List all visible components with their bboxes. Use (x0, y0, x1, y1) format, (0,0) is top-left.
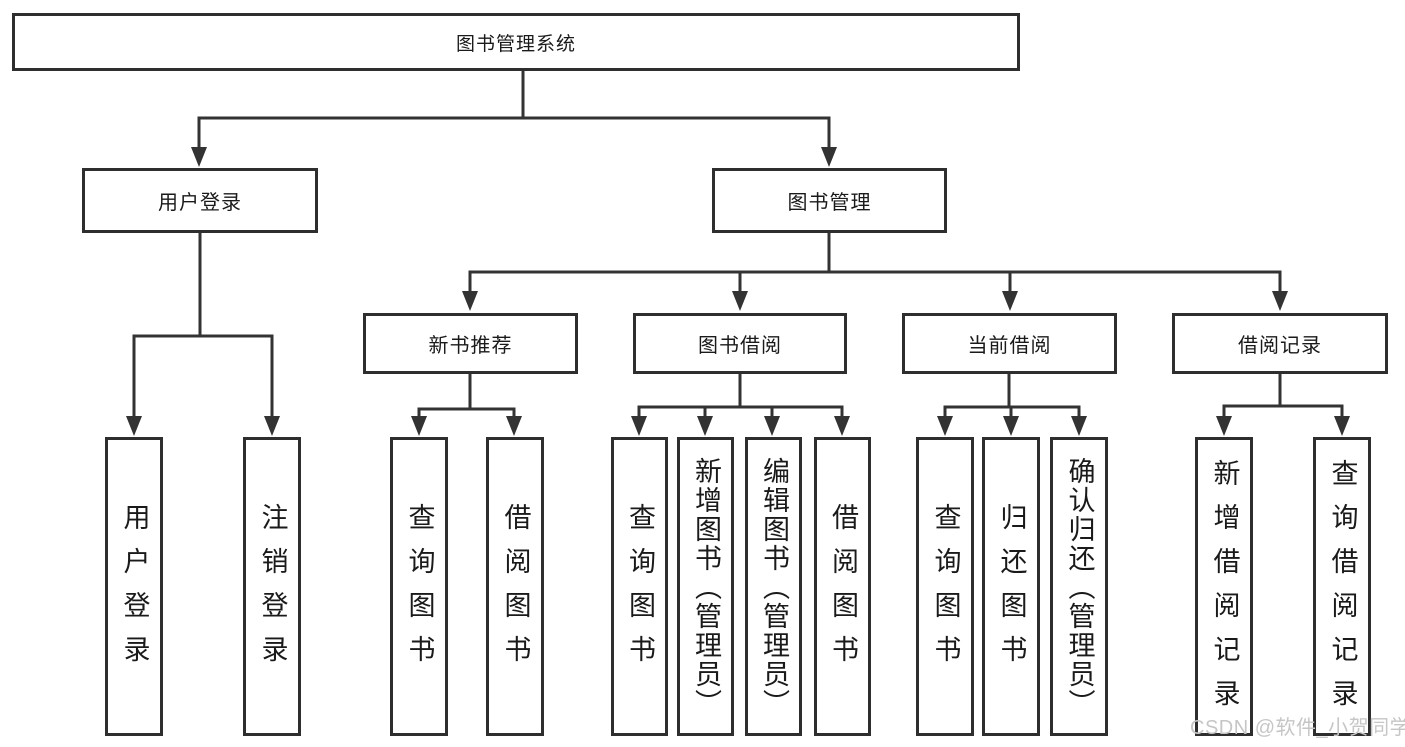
node-label: 借阅记录 (1238, 335, 1322, 357)
node-new-book-recommend: 新书推荐 (363, 313, 578, 374)
node-leaf-borrow-books-1: 借阅图书 (486, 437, 544, 736)
connector-paths (132, 68, 1344, 421)
node-label: 用户登录 (119, 503, 150, 679)
arrowheads (126, 147, 1350, 436)
node-label: 新书推荐 (428, 335, 513, 357)
node-label: 用户登录 (158, 192, 242, 214)
node-leaf-return-books: 归还图书 (982, 437, 1040, 736)
node-leaf-confirm-return-admin: 确认归还（管理员） (1050, 437, 1108, 736)
node-label: 新增图书（管理员） (691, 456, 721, 718)
node-label: 借阅图书 (500, 503, 531, 679)
node-current-borrowing: 当前借阅 (902, 313, 1117, 374)
node-leaf-query-books-1: 查询图书 (390, 437, 448, 736)
node-label: 确认归还（管理员） (1064, 456, 1095, 718)
node-label: 注销登录 (257, 503, 288, 679)
node-borrowing-records: 借阅记录 (1172, 313, 1388, 374)
node-label: 图书借阅 (698, 335, 782, 357)
node-label: 编辑图书（管理员） (759, 456, 789, 718)
node-user-login: 用户登录 (82, 168, 318, 233)
node-leaf-query-books-3: 查询图书 (916, 437, 974, 736)
node-leaf-borrow-books-2: 借阅图书 (814, 437, 871, 736)
node-leaf-query-books-2: 查询图书 (611, 437, 668, 736)
node-label: 查询图书 (930, 503, 961, 679)
node-label: 查询图书 (404, 503, 435, 679)
node-leaf-logout: 注销登录 (243, 437, 301, 736)
node-label: 借阅图书 (828, 503, 858, 679)
node-label: 图书管理 (787, 192, 872, 214)
node-leaf-add-books-admin: 新增图书（管理员） (677, 437, 734, 736)
node-leaf-query-borrow-record: 查询借阅记录 (1313, 437, 1371, 736)
node-label: 当前借阅 (967, 335, 1052, 357)
node-label: 归还图书 (996, 503, 1027, 679)
node-label: 查询借阅记录 (1327, 459, 1358, 723)
node-leaf-user-login: 用户登录 (105, 437, 163, 736)
node-label: 图书管理系统 (455, 33, 576, 55)
node-label: 查询图书 (625, 503, 655, 679)
node-leaf-edit-books-admin: 编辑图书（管理员） (745, 437, 802, 736)
node-book-management: 图书管理 (712, 168, 947, 233)
node-leaf-add-borrow-record: 新增借阅记录 (1195, 437, 1253, 736)
node-library-system: 图书管理系统 (12, 13, 1020, 71)
node-book-borrowing: 图书借阅 (633, 313, 847, 374)
csdn-watermark: CSDN @软件_小贺同学 (1190, 717, 1405, 739)
node-label: 新增借阅记录 (1209, 459, 1240, 723)
